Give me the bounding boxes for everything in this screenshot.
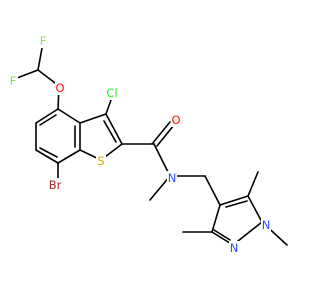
bond-c3-c2 (105, 113, 123, 145)
atom-label-n2: N (262, 218, 271, 232)
bond-c4-c5-inner (39, 114, 57, 126)
bond-c3-c2-inner (103, 120, 117, 143)
bond-c4p-c5p-inner (225, 200, 248, 208)
atom-label-cl1: Cl (106, 86, 117, 100)
bond-ch2-c4p (204, 175, 221, 206)
atom-label-bg (167, 171, 177, 185)
atom-label-bg (171, 113, 181, 127)
atom-label-bg (8, 74, 18, 88)
atom-label-bg (104, 86, 120, 100)
bond-camide-n1 (153, 143, 171, 177)
atom-label-br1: Br (49, 178, 62, 192)
bond-c3a-c3 (79, 113, 107, 124)
bond-lines (16, 47, 288, 246)
bond-f1-c (16, 69, 39, 79)
atom-label-o2: O (171, 113, 180, 127)
atom-label-bg (261, 218, 271, 232)
bond-camide-o2-b (156, 124, 175, 147)
atom-label-bg (38, 34, 48, 48)
atom-label-n3: N (230, 241, 239, 255)
bond-n2p-c3p-inner (213, 229, 231, 241)
bond-c5p-n1p (247, 195, 263, 223)
bond-c5p-methyl (247, 171, 259, 197)
bond-c3p-c4p (211, 204, 221, 233)
atom-label-bg (229, 241, 239, 255)
bond-c3-cl (105, 99, 112, 115)
atom-label-o1: O (55, 81, 64, 95)
atom-label-bg (47, 178, 63, 192)
bond-c3a-c4 (57, 108, 81, 124)
bond-c7-c7a (57, 149, 81, 164)
bond-n1-methyl (149, 175, 171, 201)
atom-label-bg (96, 154, 106, 168)
atom-label-f1: F (10, 74, 17, 88)
bond-camide-o2-a (151, 121, 171, 145)
bond-c-f2 (37, 47, 43, 71)
atom-label-s1: S (97, 154, 104, 168)
bond-c4-c5 (35, 108, 59, 124)
atom-label-bg (55, 81, 65, 95)
atom-label-n1: N (168, 171, 177, 185)
bond-c6-c7 (35, 149, 59, 164)
bond-c4p-c5p (219, 195, 249, 206)
bond-c6-c7-inner (39, 147, 58, 158)
atom-label-f2: F (40, 34, 47, 48)
